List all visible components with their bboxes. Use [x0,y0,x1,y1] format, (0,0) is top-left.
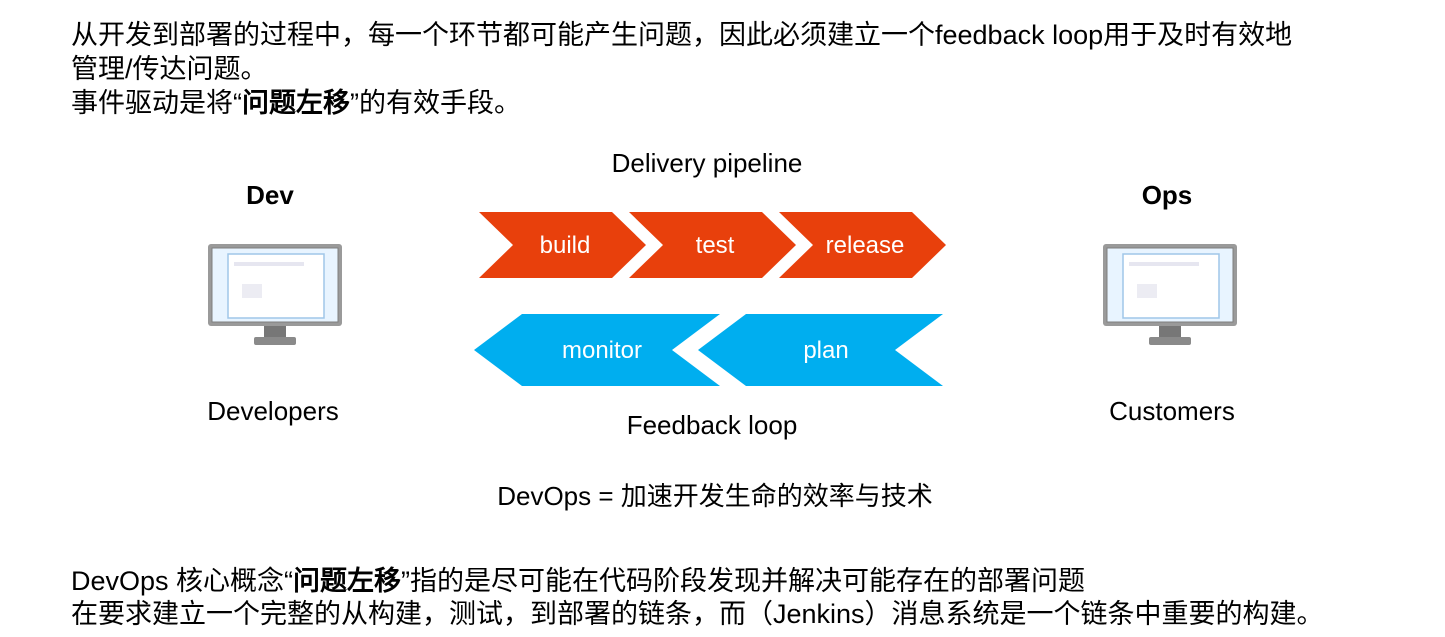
feedback-label-monitor: monitor [562,337,642,364]
feedback-chevron-monitor [474,314,720,386]
pipeline-stage-build: build [479,212,646,278]
feedback-arrows: monitor plan [474,314,943,386]
dev-heading: Dev [246,180,294,210]
footer-line-1: DevOps 核心概念“问题左移”指的是尽可能在代码阶段发现并解决可能存在的部署… [71,564,1085,598]
pipeline-chevron-build [479,212,646,278]
dev-caption: Developers [207,396,339,426]
pipeline-stage-release: release [779,212,946,278]
ops-caption: Customers [1109,396,1235,426]
footer-line-2: 在要求建立一个完整的从构建，测试，到部署的链条，而（Jenkins）消息系统是一… [71,599,1324,629]
intro-line-3-prefix: 事件驱动是将“ [71,88,242,118]
pipeline-chevron-test [629,212,796,278]
feedback-stage-monitor: monitor [474,314,720,386]
pipeline-label-release: release [826,232,905,259]
feedback-chevron-plan [698,314,943,386]
intro-line-2: 管理/传达问题。 [71,54,268,84]
devops-formula: DevOps = 加速开发生命的效率与技术 [497,481,933,511]
feedback-stage-plan: plan [698,314,943,386]
intro-line-1: 从开发到部署的过程中，每一个环节都可能产生问题，因此必须建立一个feedback… [71,20,1293,50]
footer-emphasis: 问题左移 [293,566,402,596]
pipeline-stage-test: test [629,212,796,278]
ops-monitor-icon [1103,244,1237,345]
ops-heading: Ops [1141,180,1193,210]
feedback-title: Feedback loop [626,410,798,440]
footer-line-1-prefix: DevOps 核心概念“ [71,566,294,596]
pipeline-label-test: test [696,232,735,259]
feedback-label-plan: plan [803,337,848,364]
dev-monitor-icon [208,244,342,345]
pipeline-title: Delivery pipeline [611,148,803,178]
pipeline-label-build: build [540,232,591,259]
intro-line-3: 事件驱动是将“问题左移”的有效手段。 [71,86,521,120]
pipeline-chevron-release [779,212,946,278]
intro-line-3-suffix: ”的有效手段。 [350,88,521,118]
pipeline-arrows: build test release [479,212,946,278]
footer-line-1-suffix: ”指的是尽可能在代码阶段发现并解决可能存在的部署问题 [401,566,1086,596]
intro-emphasis: 问题左移 [242,88,350,118]
